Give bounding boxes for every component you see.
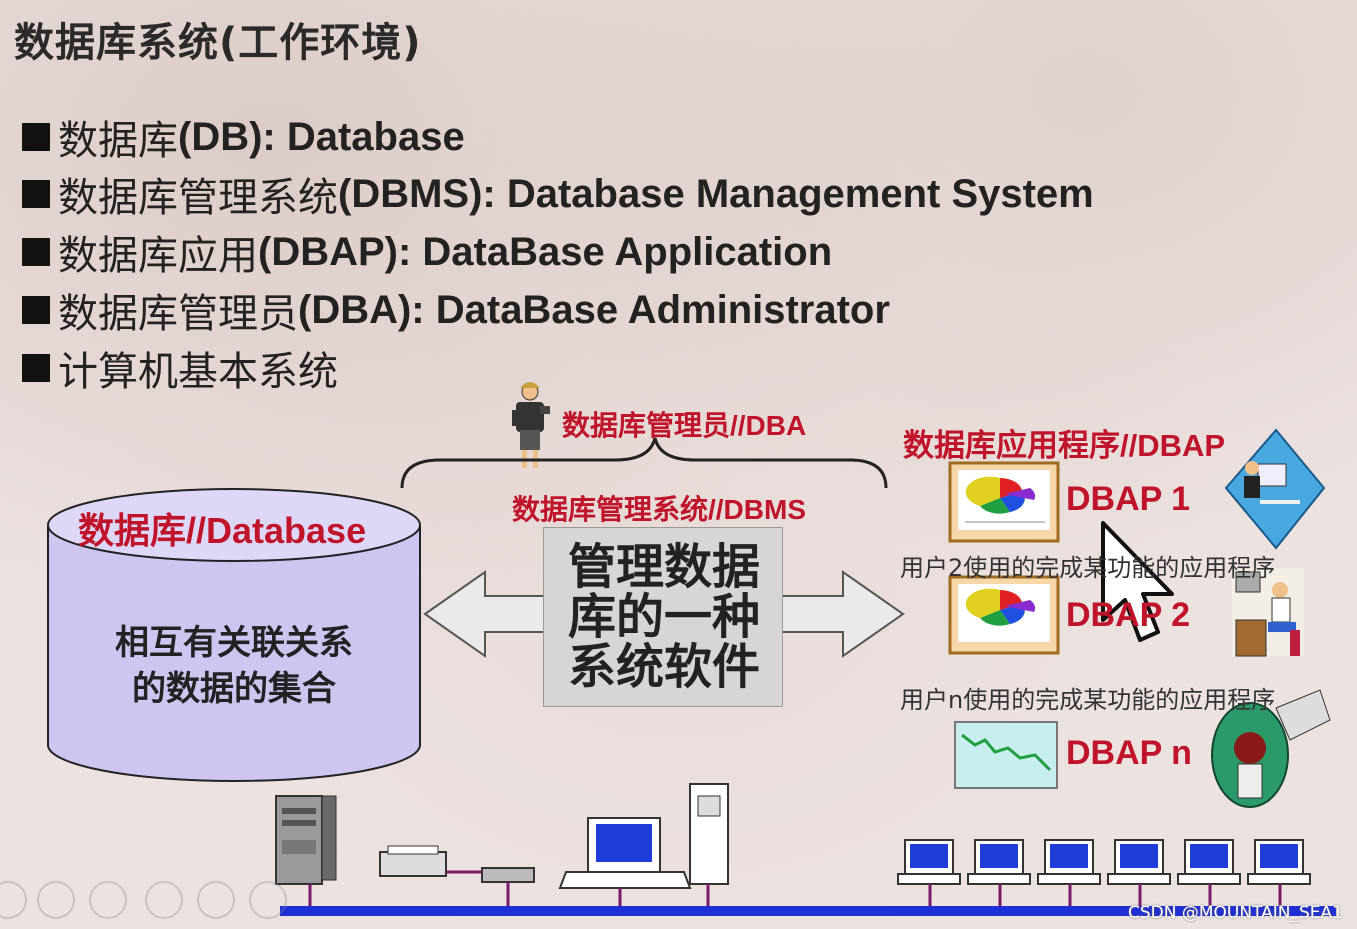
dbms-label: 数据库管理系统//DBMS (512, 494, 807, 525)
dbap2-label: DBAP 2 (1066, 596, 1191, 634)
terminal-icon (1107, 839, 1171, 885)
database-caption: 相互有关联关系 的数据的集合 (48, 620, 420, 712)
network-drops (308, 870, 1282, 908)
database-cylinder (47, 488, 421, 782)
bullet-square-icon (22, 180, 50, 208)
desktop-computer-icon (558, 783, 729, 889)
dbms-box-line1: 管理数据 (567, 539, 760, 595)
bullet-cn: 计算机基本系统 (58, 349, 338, 395)
terminal-icon (897, 839, 961, 885)
bullet-computer-system: 计算机基本系统 (22, 339, 338, 397)
dbms-box-text: 管理数据 库的一种 系统软件 (544, 528, 784, 692)
database-caption-line2: 的数据的集合 (132, 669, 336, 709)
slide-title: 数据库系统(工作环境) (14, 20, 422, 66)
bullet-en: (DB): Database (178, 114, 465, 159)
zoom-icon[interactable] (197, 881, 235, 919)
dbap1-screen-icon (948, 461, 1060, 543)
bullet-square-icon (22, 238, 50, 266)
bullet-cn: 数据库管理员 (58, 291, 298, 337)
network-bus (280, 906, 1336, 916)
bullet-en: (DBAP): DataBase Application (258, 229, 833, 274)
bullet-en: (DBA): DataBase Administrator (298, 287, 890, 332)
user1-icon (1224, 428, 1326, 550)
more-icon[interactable] (249, 881, 287, 919)
bullet-cn: 数据库 (58, 118, 178, 164)
bullet-en: (DBMS): Database Management System (338, 171, 1094, 216)
prev-icon[interactable] (0, 881, 27, 919)
dbms-box: 管理数据 库的一种 系统软件 (543, 527, 783, 707)
user2-caption: 用户2使用的完成某功能的应用程序 (900, 554, 1276, 582)
dba-person-icon (512, 382, 550, 468)
terminal-icon (1247, 839, 1311, 885)
pen-icon[interactable] (89, 881, 127, 919)
watermark: CSDN @MOUNTAIN_SEA1 (1128, 903, 1343, 923)
dbapn-label: DBAP n (1066, 734, 1192, 772)
database-label: 数据库//Database (78, 510, 367, 551)
player-controls[interactable] (0, 881, 287, 919)
terminal-icons (897, 839, 1311, 885)
dbap-title: 数据库应用程序//DBAP (903, 428, 1226, 463)
dbap1-label: DBAP 1 (1066, 480, 1191, 518)
dbms-box-line2: 库的一种 (567, 589, 760, 645)
terminal-icon (1037, 839, 1101, 885)
bullet-dbms: 数据库管理系统 (DBMS): Database Management Syst… (22, 165, 1094, 223)
bullet-cn: 数据库应用 (58, 233, 258, 279)
usern-caption: 用户n使用的完成某功能的应用程序 (900, 686, 1276, 714)
copy-icon[interactable] (145, 881, 183, 919)
bullet-dbap: 数据库应用 (DBAP): DataBase Application (22, 223, 832, 281)
mouse-cursor-icon (1101, 521, 1174, 642)
bullet-square-icon (22, 354, 50, 382)
terminal-icon (1177, 839, 1241, 885)
dbms-box-line3: 系统软件 (567, 639, 760, 695)
bullet-dba: 数据库管理员 (DBA): DataBase Administrator (22, 281, 890, 339)
printer-icon (379, 845, 447, 877)
usern-icon (1211, 689, 1331, 808)
dbapn-screen-icon (954, 721, 1058, 789)
database-caption-line1: 相互有关联关系 (115, 623, 353, 663)
dbap2-screen-icon (948, 575, 1060, 655)
server-icon (275, 795, 337, 885)
bullet-square-icon (22, 296, 50, 324)
bullet-cn: 数据库管理系统 (58, 175, 338, 221)
play-icon[interactable] (37, 881, 75, 919)
dbms-brace (400, 437, 888, 489)
terminal-icon (967, 839, 1031, 885)
dba-label: 数据库管理员//DBA (562, 410, 807, 441)
bullet-db: 数据库 (DB): Database (22, 108, 465, 166)
bullet-square-icon (22, 123, 50, 151)
modem-icon (481, 867, 535, 883)
user2-icon (1232, 568, 1304, 657)
